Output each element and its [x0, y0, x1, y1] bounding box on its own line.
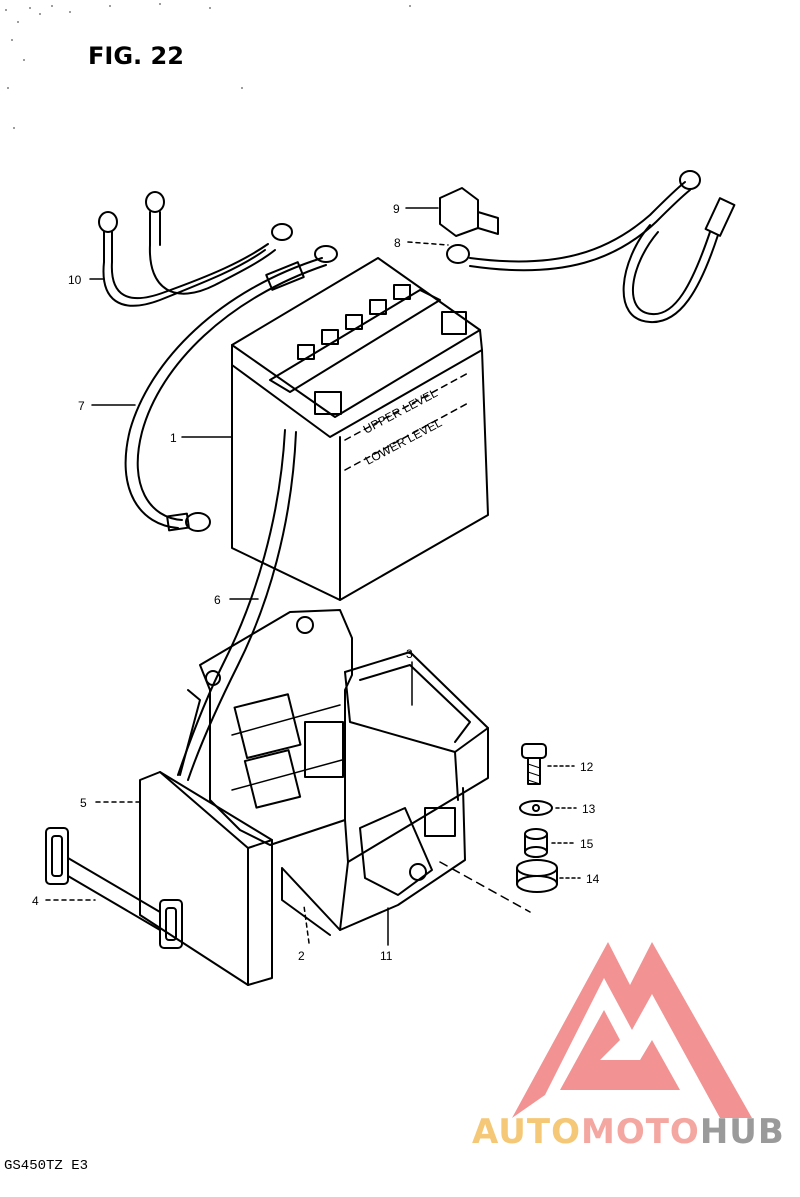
negative-terminal — [314, 391, 342, 415]
watermark-brand: AUTOMOTOHUB — [472, 1112, 785, 1152]
callout-14: 14 — [586, 872, 600, 886]
positive-terminal — [441, 311, 467, 335]
breather-tube — [177, 429, 297, 781]
callout-2: 2 — [298, 949, 305, 963]
model-code: GS450TZ E3 — [4, 1158, 89, 1174]
bolt-12 — [521, 743, 547, 785]
figure-title: FIG. 22 — [88, 42, 184, 70]
callout-4: 4 — [32, 894, 39, 908]
battery — [231, 257, 489, 601]
callout-7: 7 — [78, 399, 85, 413]
battery-strap — [45, 827, 183, 949]
callout-6: 6 — [214, 593, 221, 607]
brand-part-hub: HUB — [699, 1112, 785, 1152]
callout-10: 10 — [68, 273, 82, 287]
washer-hole — [532, 804, 540, 812]
battery-cover — [139, 771, 273, 986]
brand-part-moto: MOTO — [580, 1112, 700, 1152]
cushion-14 — [516, 859, 558, 893]
watermark-logo-icon — [512, 942, 752, 1118]
battery-case — [281, 651, 489, 936]
callout-12: 12 — [580, 760, 594, 774]
terminal-cap — [439, 187, 499, 237]
callout-8: 8 — [394, 236, 401, 250]
washer-13 — [519, 800, 553, 816]
battery-cable-10 — [98, 191, 293, 307]
callout-15: 15 — [580, 837, 594, 851]
callout-3: 3 — [406, 647, 413, 661]
leader-lines — [45, 207, 581, 946]
collar-15 — [524, 828, 548, 858]
scan-noise — [5, 3, 411, 129]
battery-cable-7 — [124, 245, 338, 532]
callout-9: 9 — [393, 202, 400, 216]
battery-holder-bracket — [179, 609, 353, 846]
callout-13: 13 — [582, 802, 596, 816]
battery-vent-caps — [297, 284, 411, 360]
callout-11: 11 — [380, 949, 393, 963]
callout-labels: 1 2 3 4 5 6 7 8 9 10 11 12 13 14 15 — [32, 202, 600, 963]
callout-1: 1 — [170, 431, 177, 445]
battery-cable-8 — [446, 170, 736, 324]
assembly-line — [439, 861, 531, 913]
brand-part-auto: AUTO — [472, 1112, 581, 1152]
callout-5: 5 — [80, 796, 87, 810]
